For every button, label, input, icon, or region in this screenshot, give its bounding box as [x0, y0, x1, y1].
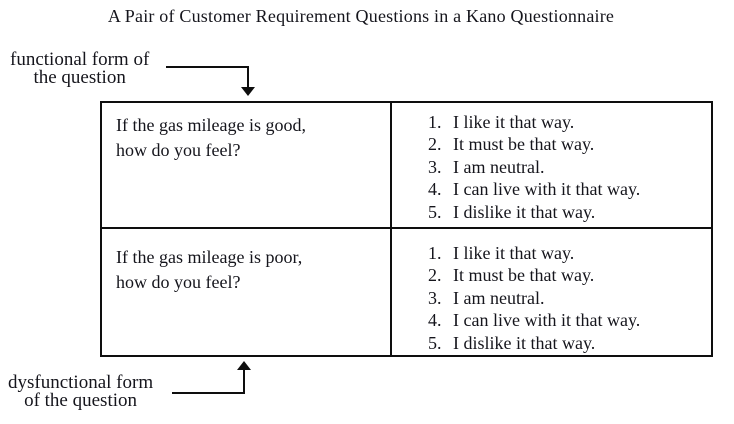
option-text: It must be that way. — [453, 265, 595, 286]
figure-title: A Pair of Customer Requirement Questions… — [107, 6, 615, 26]
option-text: I can live with it that way. — [453, 179, 641, 200]
option-number: 4. — [428, 179, 442, 200]
dysfunctional-options-cell: 1. I like it that way. 2. It must be that … — [392, 229, 711, 355]
option-number: 5. — [428, 201, 442, 222]
option-text: I am neutral. — [453, 287, 545, 308]
functional-question-line2: how do you feel? — [116, 140, 241, 160]
answer-option: 2. It must be that way. — [428, 264, 711, 286]
option-text: I like it that way. — [453, 112, 575, 132]
dysfunctional-question-cell: If the gas mileage is poor, how do you f… — [102, 229, 392, 355]
functional-question-line1: If the gas mileage is good, — [116, 115, 306, 135]
functional-form-label: functional form of the question — [10, 49, 150, 88]
dysfunctional-arrow-up-icon — [237, 361, 251, 370]
answer-option: 4. I can live with it that way. — [428, 178, 711, 200]
functional-form-label-line1: functional form of — [10, 49, 150, 70]
answer-option: 1. I like it that way. — [428, 242, 711, 264]
dysfunctional-form-label-line1: dysfunctional form — [8, 372, 154, 393]
dysfunctional-form-label-line2: of the question — [24, 390, 138, 411]
functional-arrow-down-icon — [241, 87, 255, 96]
dysfunctional-question-line1: If the gas mileage is poor, — [116, 247, 303, 267]
option-number: 2. — [428, 265, 442, 286]
option-number: 3. — [428, 156, 442, 177]
option-number: 3. — [428, 287, 442, 308]
option-text: I like it that way. — [453, 243, 575, 263]
functional-form-label-line2: the question — [33, 67, 126, 88]
functional-connector-vertical-line — [247, 66, 249, 88]
option-text: I can live with it that way. — [453, 310, 641, 331]
answer-option: 1. I like it that way. — [428, 111, 711, 133]
answer-option: 5. I dislike it that way. — [428, 332, 711, 354]
option-number: 1. — [428, 112, 442, 132]
dysfunctional-connector-horizontal-line — [172, 392, 245, 394]
functional-question-cell: If the gas mileage is good, how do you f… — [102, 103, 392, 229]
option-text: It must be that way. — [453, 134, 595, 155]
functional-connector-horizontal-line — [166, 66, 249, 68]
option-number: 4. — [428, 310, 442, 331]
option-text: I dislike it that way. — [453, 201, 596, 222]
functional-options-cell: 1. I like it that way. 2. It must be that … — [392, 103, 711, 229]
answer-option: 4. I can live with it that way. — [428, 309, 711, 331]
dysfunctional-question-line2: how do you feel? — [116, 272, 241, 292]
answer-option: 5. I dislike it that way. — [428, 201, 711, 223]
answer-option: 3. I am neutral. — [428, 287, 711, 309]
answer-option: 3. I am neutral. — [428, 156, 711, 178]
answer-option: 2. It must be that way. — [428, 133, 711, 155]
option-number: 1. — [428, 243, 442, 263]
option-text: I dislike it that way. — [453, 332, 596, 353]
dysfunctional-form-label: dysfunctional form of the question — [8, 372, 154, 411]
dysfunctional-connector-vertical-line — [243, 369, 245, 394]
option-text: I am neutral. — [453, 156, 545, 177]
kano-question-table: If the gas mileage is good, how do you f… — [100, 101, 713, 357]
option-number: 5. — [428, 332, 442, 353]
option-number: 2. — [428, 134, 442, 155]
